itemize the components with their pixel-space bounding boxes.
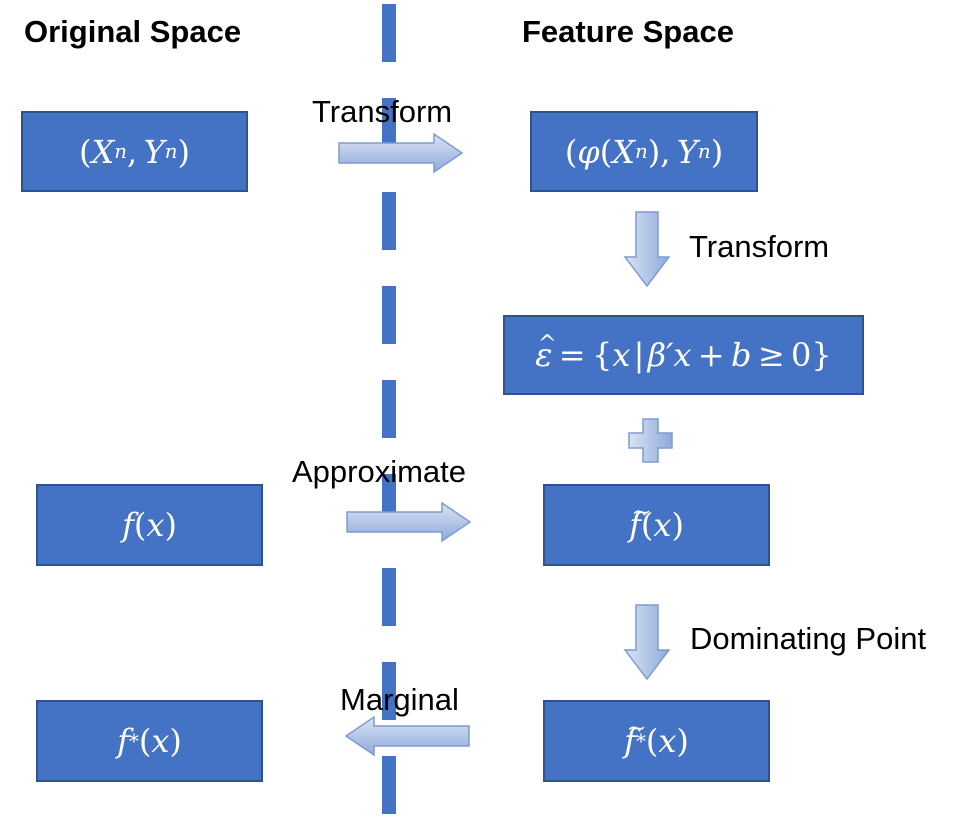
- marginal-label: Marginal: [340, 682, 459, 717]
- down-arrow-icon: [623, 604, 671, 681]
- f-tilde-box: f(x): [543, 484, 770, 566]
- feature-space-heading: Feature Space: [522, 14, 734, 49]
- dominating-point-label: Dominating Point: [690, 621, 927, 656]
- right-arrow-icon: [346, 501, 472, 543]
- right-arrow-icon: [338, 132, 464, 174]
- down-arrow-icon: [623, 211, 671, 288]
- plus-icon: [628, 418, 673, 463]
- f-star-box: f*(x): [36, 700, 263, 782]
- original-space-heading: Original Space: [24, 14, 242, 49]
- approximate-label: Approximate: [292, 454, 467, 489]
- left-arrow-icon: [344, 715, 470, 757]
- f-original-box: f(x): [36, 484, 263, 566]
- transform-side-label: Transform: [689, 229, 830, 264]
- space-divider: [382, 0, 396, 826]
- f-tilde-star-box: f*(x): [543, 700, 770, 782]
- transform-top-label: Transform: [312, 94, 453, 129]
- epsilon-hat-box: ε = {x | β′x + b ≥ 0}: [503, 315, 864, 395]
